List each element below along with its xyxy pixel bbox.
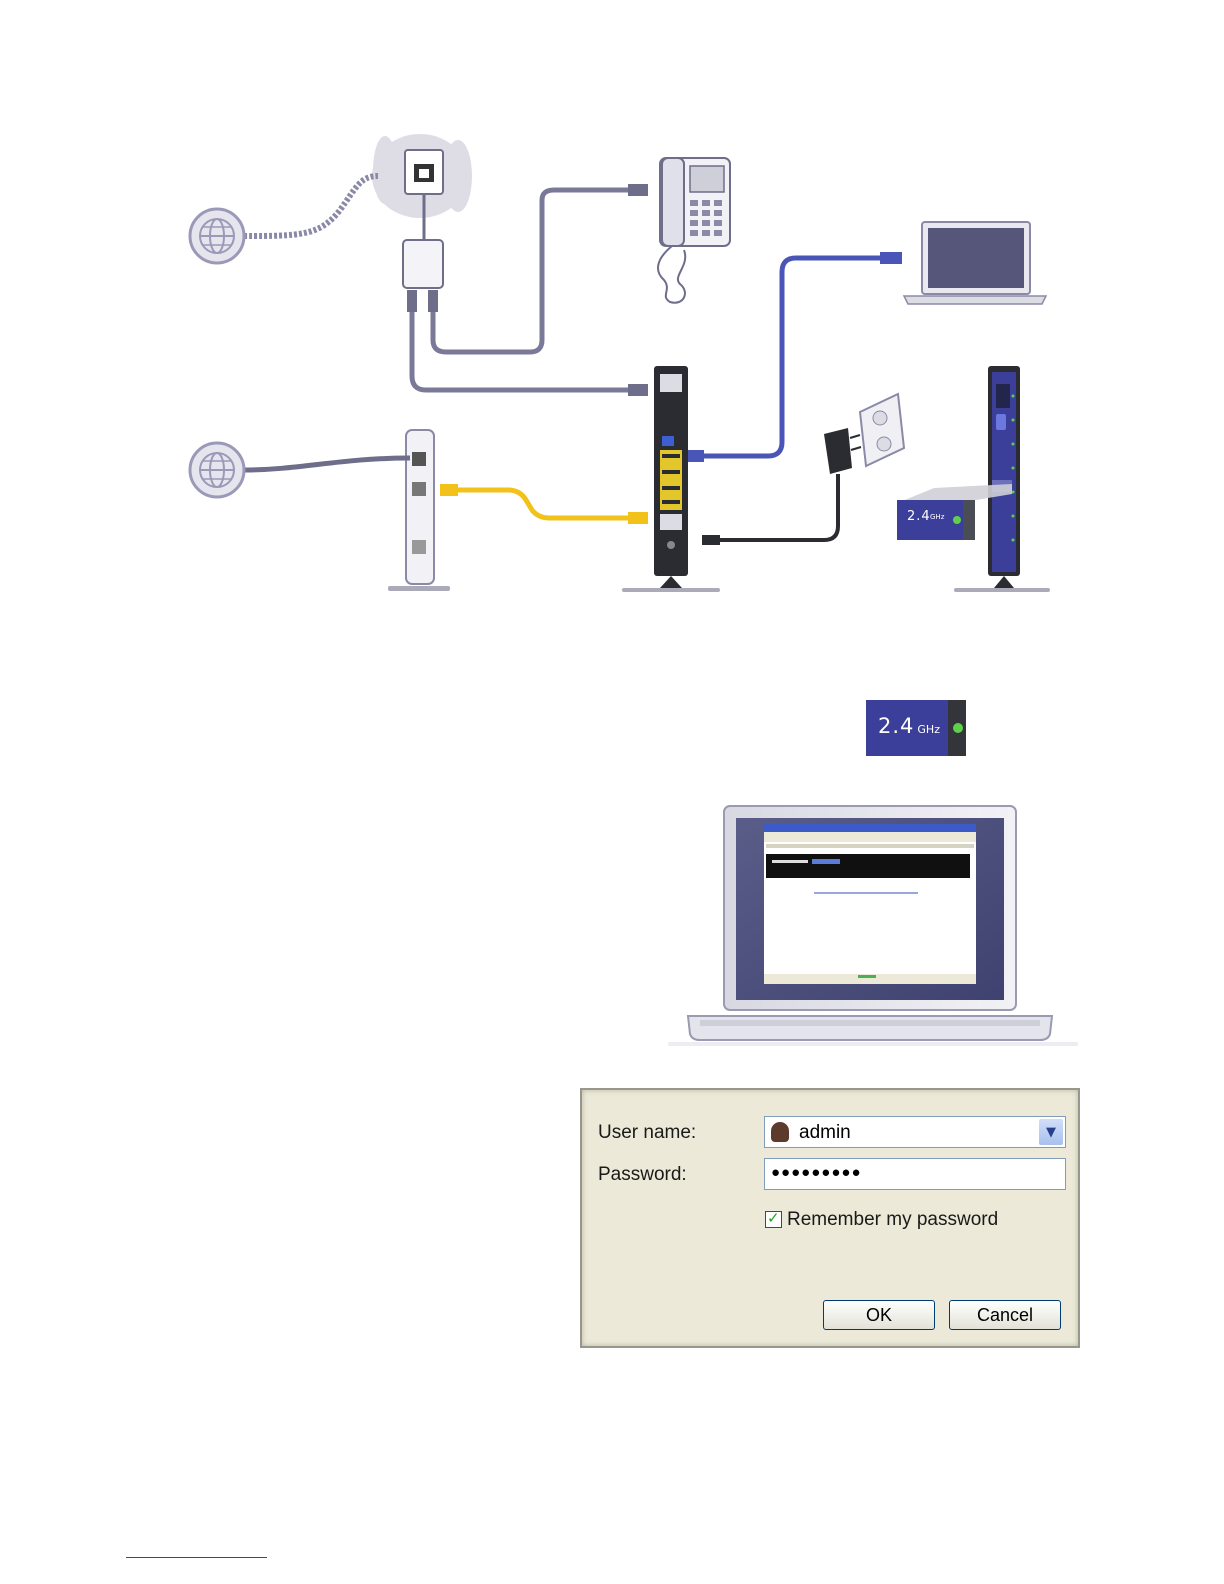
cancel-button[interactable]: Cancel	[949, 1300, 1061, 1330]
password-value: ●●●●●●●●●	[771, 1164, 862, 1181]
ok-button-label: OK	[866, 1305, 892, 1326]
user-name-value: admin	[799, 1122, 851, 1144]
power-outlet-icon	[860, 394, 904, 466]
cancel-button-label: Cancel	[977, 1305, 1033, 1326]
cable-wan-line	[244, 458, 410, 470]
router-front-view	[954, 366, 1050, 592]
user-name-combobox[interactable]: admin ▼	[764, 1116, 1066, 1148]
laptop-browser-illustration	[668, 802, 1078, 1048]
badge-large-unit: GHz	[917, 723, 940, 736]
dsl-splitter-icon	[403, 240, 443, 312]
yellow-ethernet-cable	[456, 490, 630, 518]
checkmark-icon: ✓	[767, 1209, 780, 1227]
internet-globe-icon	[190, 443, 244, 497]
telephone-icon	[658, 158, 730, 303]
power-cable	[716, 474, 838, 540]
connection-diagram	[0, 0, 1224, 620]
router-back-view	[620, 366, 720, 592]
power-adapter-icon	[824, 428, 861, 474]
dsl-wan-line	[244, 176, 378, 236]
user-avatar-icon	[771, 1122, 789, 1142]
led-indicator-icon	[953, 516, 961, 524]
login-dialog: User name: admin ▼ Password: ●●●●●●●●● ✓…	[580, 1088, 1080, 1348]
badge-small-value: 2.4	[907, 509, 931, 524]
user-name-label: User name:	[598, 1122, 696, 1144]
laptop-icon	[904, 222, 1046, 304]
password-label: Password:	[598, 1164, 687, 1186]
remember-password-label: Remember my password	[787, 1209, 998, 1231]
dropdown-chevron-icon[interactable]: ▼	[1039, 1119, 1063, 1145]
ethernet-cable-to-computer	[702, 258, 880, 456]
badge-small-unit: GHz	[930, 513, 944, 521]
cable-modem-icon	[388, 430, 450, 591]
internet-globe-icon	[190, 209, 244, 263]
led-indicator-icon	[953, 723, 963, 733]
remember-password-checkbox[interactable]: ✓	[765, 1211, 782, 1228]
led-callout-small: 2.4 GHz	[897, 500, 977, 540]
ok-button[interactable]: OK	[823, 1300, 935, 1330]
browser-window	[764, 824, 976, 984]
footer-divider	[126, 1557, 267, 1558]
badge-large-value: 2.4	[878, 714, 914, 738]
phone-cable	[433, 190, 628, 352]
password-field[interactable]: ●●●●●●●●●	[764, 1158, 1066, 1190]
phone-wall-jack-icon	[405, 150, 443, 194]
